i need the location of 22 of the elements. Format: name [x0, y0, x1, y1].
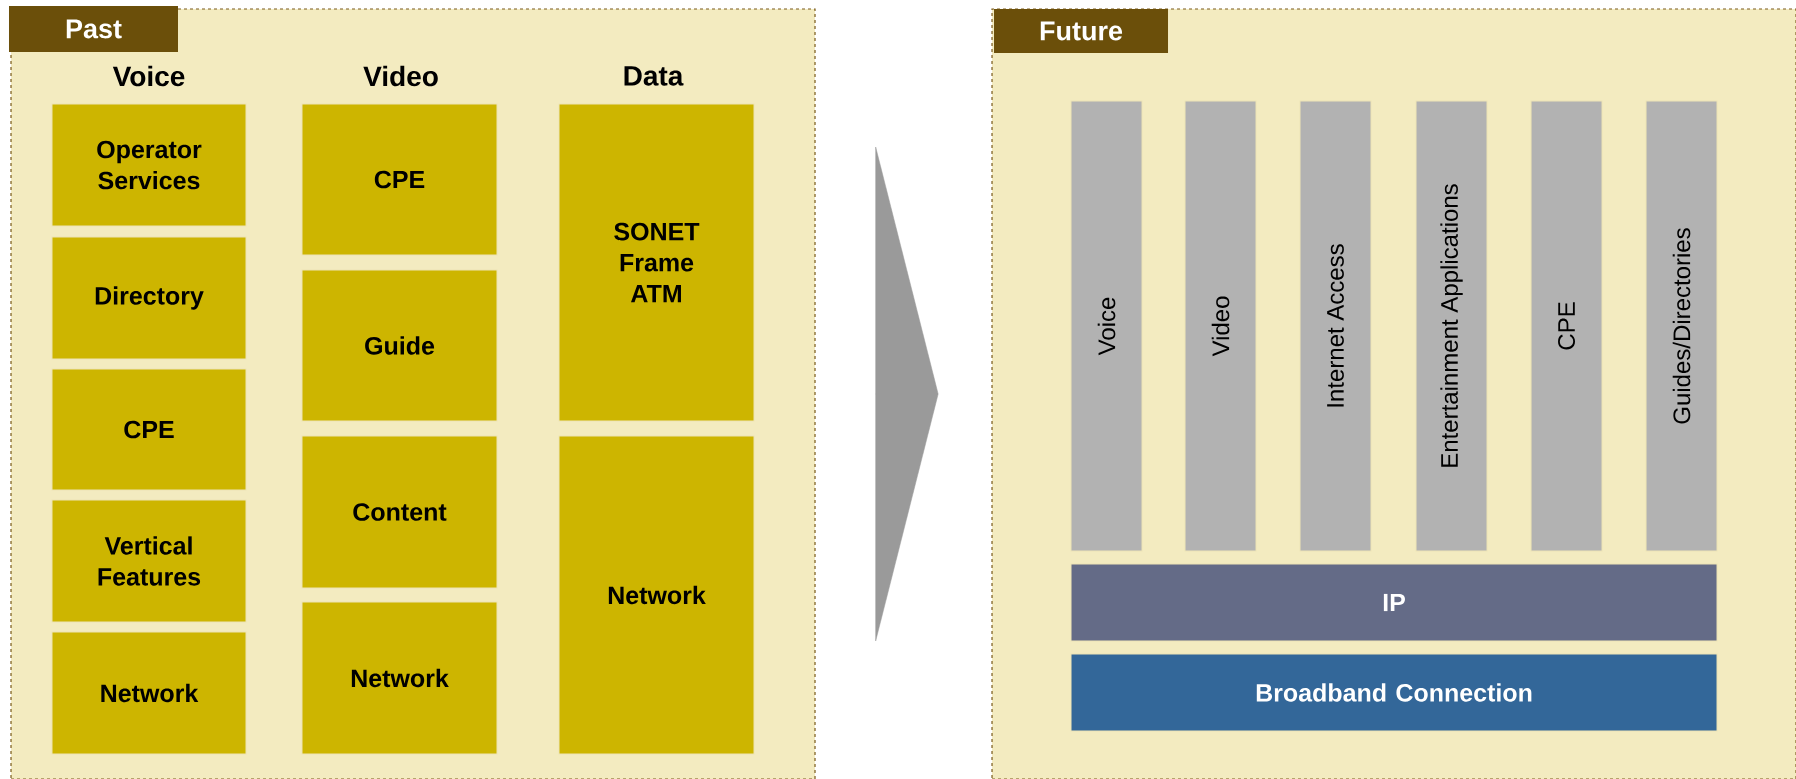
layer-box: Network — [51, 631, 247, 755]
layer-box: CPE — [51, 368, 247, 491]
layer-box: Network — [301, 601, 498, 755]
service-bar: CPE — [1530, 100, 1603, 552]
layer-box: Operator Services — [51, 103, 247, 227]
service-bar: Internet Access — [1299, 100, 1372, 552]
layer-box: Content — [301, 435, 498, 589]
service-bar: Video — [1184, 100, 1257, 552]
layer-box: Guide — [301, 269, 498, 422]
service-bar: Voice — [1070, 100, 1143, 552]
service-bar: Guides/Directories — [1645, 100, 1718, 552]
tab-label: Past — [9, 6, 178, 52]
layer-box: Vertical Features — [51, 499, 247, 623]
layer-box: SONET Frame ATM — [558, 103, 755, 422]
layer-box: CPE — [301, 103, 498, 256]
layer-bar: Broadband Connection — [1070, 653, 1718, 732]
layer-box: Directory — [51, 236, 247, 360]
tab-label: Future — [994, 9, 1168, 53]
layer-bar: IP — [1070, 563, 1718, 642]
service-bar: Entertainment Applications — [1415, 100, 1488, 552]
chevron-arrow — [875, 146, 939, 642]
layer-box: Network — [558, 435, 755, 755]
